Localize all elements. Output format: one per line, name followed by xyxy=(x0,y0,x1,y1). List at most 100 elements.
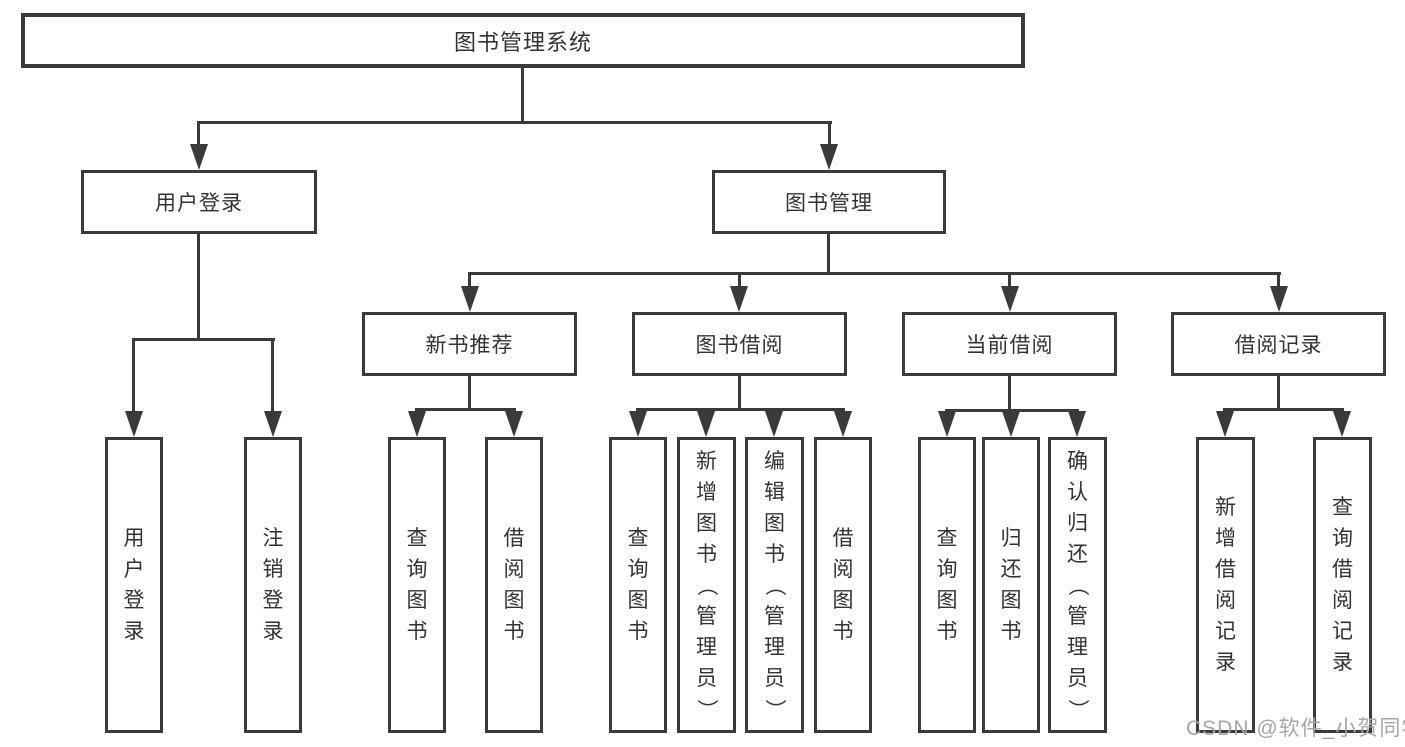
vertical-label-char: 还 xyxy=(1000,558,1022,581)
vertical-label-char: 图 xyxy=(406,589,428,612)
connector-line xyxy=(1008,376,1011,412)
vertical-label-char: 书 xyxy=(627,620,649,643)
vertical-label-char: 确 xyxy=(1067,449,1088,473)
vertical-label-char: 图 xyxy=(1000,589,1022,612)
vertical-label-char: 新 xyxy=(696,449,717,473)
connector-line xyxy=(1008,272,1011,288)
arrowhead-down-icon xyxy=(1270,286,1288,312)
arrowhead-down-icon xyxy=(461,286,479,312)
connector-line xyxy=(468,272,471,288)
vertical-label-char: 查 xyxy=(1332,496,1353,519)
vertical-label-char: 询 xyxy=(1332,527,1353,550)
arrowhead-down-icon xyxy=(190,144,208,170)
arrowhead-down-icon xyxy=(125,411,143,437)
node-borrow-records: 借阅记录 xyxy=(1171,312,1386,376)
node-borrow-records-label: 借阅记录 xyxy=(1234,334,1323,357)
leaf-confirm-return-admin: 确认归还（管理员） xyxy=(1048,437,1107,733)
leaf-user-login: 用户登录 xyxy=(105,437,163,733)
vertical-label-char: 录 xyxy=(1215,651,1236,674)
vertical-label-char: 管 xyxy=(696,604,717,628)
leaf-recommend-query-books: 查询图书 xyxy=(388,437,446,733)
node-book-borrow: 图书借阅 xyxy=(632,312,847,376)
connector-line xyxy=(468,272,1281,275)
vertical-label-char: ） xyxy=(763,698,786,720)
vertical-label-char: 阅 xyxy=(832,558,854,581)
node-user-login: 用户登录 xyxy=(81,170,317,234)
vertical-label-char: 认 xyxy=(1067,480,1088,504)
vertical-label-char: 阅 xyxy=(1332,589,1353,612)
node-current-borrow-label: 当前借阅 xyxy=(965,334,1054,357)
connector-line xyxy=(945,409,1079,412)
connector-line xyxy=(1223,408,1344,411)
leaf-edit-books-admin: 编辑图书（管理员） xyxy=(745,437,804,733)
vertical-label-char: 归 xyxy=(1000,527,1022,550)
vertical-label-char: 阅 xyxy=(1215,589,1236,612)
leaf-query-borrow-record: 查询借阅记录 xyxy=(1313,437,1372,733)
watermark: CSDN @软件_小贺同学 xyxy=(1186,717,1405,740)
vertical-label-char: 增 xyxy=(1215,527,1236,550)
connector-line xyxy=(828,121,831,146)
vertical-label-char: 增 xyxy=(696,480,717,504)
node-user-login-label: 用户登录 xyxy=(155,192,243,215)
leaf-add-books-admin: 新增图书 （ 管理员 ） xyxy=(677,437,736,733)
leaf-return-books: 归还图书 xyxy=(982,437,1040,733)
vertical-label-char: 图 xyxy=(503,589,525,612)
vertical-label-char: 用 xyxy=(123,527,145,550)
vertical-label-char: 员 xyxy=(696,666,717,690)
arrowhead-down-icon xyxy=(629,411,647,437)
vertical-label-char: 编 xyxy=(764,449,785,473)
vertical-label-char: 录 xyxy=(123,620,145,643)
vertical-label-char: 录 xyxy=(262,620,284,643)
vertical-label-char: 询 xyxy=(406,558,428,581)
arrowhead-down-icon xyxy=(765,411,783,437)
connector-line xyxy=(197,121,200,146)
vertical-label-char: 辑 xyxy=(764,480,785,504)
arrowhead-down-icon xyxy=(1001,286,1019,312)
vertical-label-char: （ xyxy=(1066,574,1089,596)
vertical-label-char: 图 xyxy=(696,511,717,535)
vertical-label-char: 记 xyxy=(1332,620,1353,643)
vertical-label-char: 借 xyxy=(1332,558,1353,581)
vertical-label-char: 新 xyxy=(1215,496,1236,519)
vertical-label-char: 图 xyxy=(627,589,649,612)
leaf-current-query-books: 查询图书 xyxy=(918,437,976,733)
connector-line xyxy=(636,408,845,411)
vertical-label-char: 理 xyxy=(1067,635,1088,659)
connector-line xyxy=(132,338,275,341)
vertical-label-char: （ xyxy=(763,574,786,596)
arrowhead-down-icon xyxy=(1216,411,1234,437)
vertical-label-char: 登 xyxy=(262,589,284,612)
arrowhead-down-icon xyxy=(1002,411,1020,437)
vertical-label-char: 借 xyxy=(1215,558,1236,581)
vertical-label-char: 查 xyxy=(406,527,428,550)
node-new-book-recommend-label: 新书推荐 xyxy=(425,334,514,357)
vertical-label-char: 登 xyxy=(123,589,145,612)
connector-line xyxy=(468,376,471,411)
vertical-label-char: 查 xyxy=(627,527,649,550)
vertical-label-char: 书 xyxy=(696,542,717,566)
arrowhead-down-icon xyxy=(834,411,852,437)
vertical-label-char: 归 xyxy=(1067,511,1088,535)
connector-line xyxy=(738,272,741,288)
vertical-label-char: 借 xyxy=(503,527,525,550)
vertical-label-char: 图 xyxy=(936,589,958,612)
vertical-label-char: 员 xyxy=(764,666,785,690)
vertical-label-char: 询 xyxy=(627,558,649,581)
arrowhead-down-icon xyxy=(938,411,956,437)
arrowhead-down-icon xyxy=(820,144,838,170)
vertical-label-char: 书 xyxy=(1000,620,1022,643)
vertical-label-char: 户 xyxy=(123,558,145,581)
vertical-label-char: ） xyxy=(695,698,718,720)
vertical-label-char: （ xyxy=(695,574,718,596)
vertical-label-char: ） xyxy=(1066,698,1089,720)
node-new-book-recommend: 新书推荐 xyxy=(362,312,577,376)
vertical-label-char: 管 xyxy=(764,604,785,628)
connector-line xyxy=(415,408,516,411)
node-current-borrow: 当前借阅 xyxy=(902,312,1117,376)
node-root-label: 图书管理系统 xyxy=(453,29,592,55)
vertical-label-char: 理 xyxy=(696,635,717,659)
connector-line xyxy=(132,338,135,413)
vertical-label-char: 记 xyxy=(1215,620,1236,643)
vertical-label-char: 书 xyxy=(406,620,428,643)
arrowhead-down-icon xyxy=(1068,411,1086,437)
